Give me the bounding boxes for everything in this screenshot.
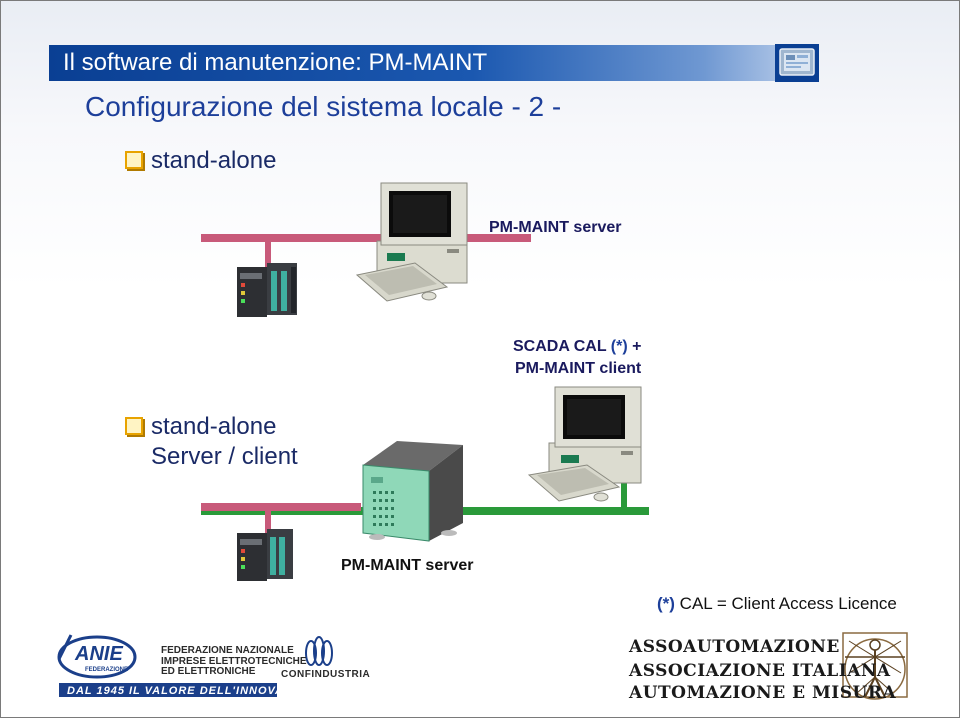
server-label-1: PM-MAINT server (489, 219, 622, 236)
anie-logo-text: ANIE (74, 643, 123, 665)
assoc-line3: AUTOMAZIONE E MISURA (629, 683, 897, 703)
client-label-suffix: + (627, 338, 642, 355)
network-drop-plc-2 (265, 511, 271, 535)
client-label-prefix: SCADA CAL (513, 338, 611, 355)
checkbox-bullet-icon (125, 417, 143, 435)
network-bus-2-pink (201, 503, 361, 511)
title-bar: Il software di manutenzione: PM-MAINT (49, 45, 819, 81)
vitruvian-man-icon (842, 632, 908, 700)
plc-module-icon (237, 263, 297, 317)
desktop-computer-icon (355, 182, 468, 302)
server-label-2: PM-MAINT server (341, 557, 474, 574)
slide-title: Il software di manutenzione: PM-MAINT (63, 49, 488, 76)
network-bus-1 (201, 234, 531, 242)
network-drop-plc-1 (265, 241, 271, 269)
federazione-line1: FEDERAZIONE NAZIONALE (161, 645, 294, 656)
federazione-line2: IMPRESE ELETTROTECNICHE (161, 655, 307, 667)
bullet-text-line1: stand-alone (151, 413, 277, 440)
client-label-mark: (*) (610, 338, 628, 355)
monitor-logo-icon (775, 44, 819, 82)
confindustria-logo (305, 636, 333, 666)
footnote-mark: (*) (657, 594, 675, 613)
federazione-text: FEDERAZIONE NAZIONALE IMPRESE ELETTROTEC… (161, 645, 307, 678)
checkbox-bullet-icon (125, 151, 143, 169)
anie-logo: ANIE FEDERAZIONE (57, 634, 277, 697)
anie-band-text: DAL 1945 IL VALORE DELL'INNOVAZIONE (67, 685, 323, 697)
assoc-line1: ASSOAUTOMAZIONE (629, 637, 840, 657)
plc-module-icon (237, 529, 293, 581)
slide-subtitle: Configurazione del sistema locale - 2 - (85, 91, 562, 122)
footnote-text: CAL = Client Access Licence (674, 594, 897, 613)
confindustria-text: CONFINDUSTRIA (281, 669, 371, 680)
anie-logo-sub: FEDERAZIONE (85, 667, 128, 673)
client-label: SCADA CAL (*) + (513, 338, 641, 356)
desktop-computer-icon (527, 386, 642, 502)
bullet-text: stand-alone (151, 147, 277, 174)
assoc-line2: ASSOCIAZIONE ITALIANA (629, 661, 891, 681)
federazione-line3: ED ELETTRONICHE (161, 666, 256, 677)
tower-server-icon (362, 441, 463, 542)
footnote: (*) CAL = Client Access Licence (657, 594, 897, 614)
network-drop-client (621, 479, 627, 509)
bullet-text-line2: Server / client (151, 443, 298, 470)
client-label-line2: PM-MAINT client (515, 360, 642, 377)
